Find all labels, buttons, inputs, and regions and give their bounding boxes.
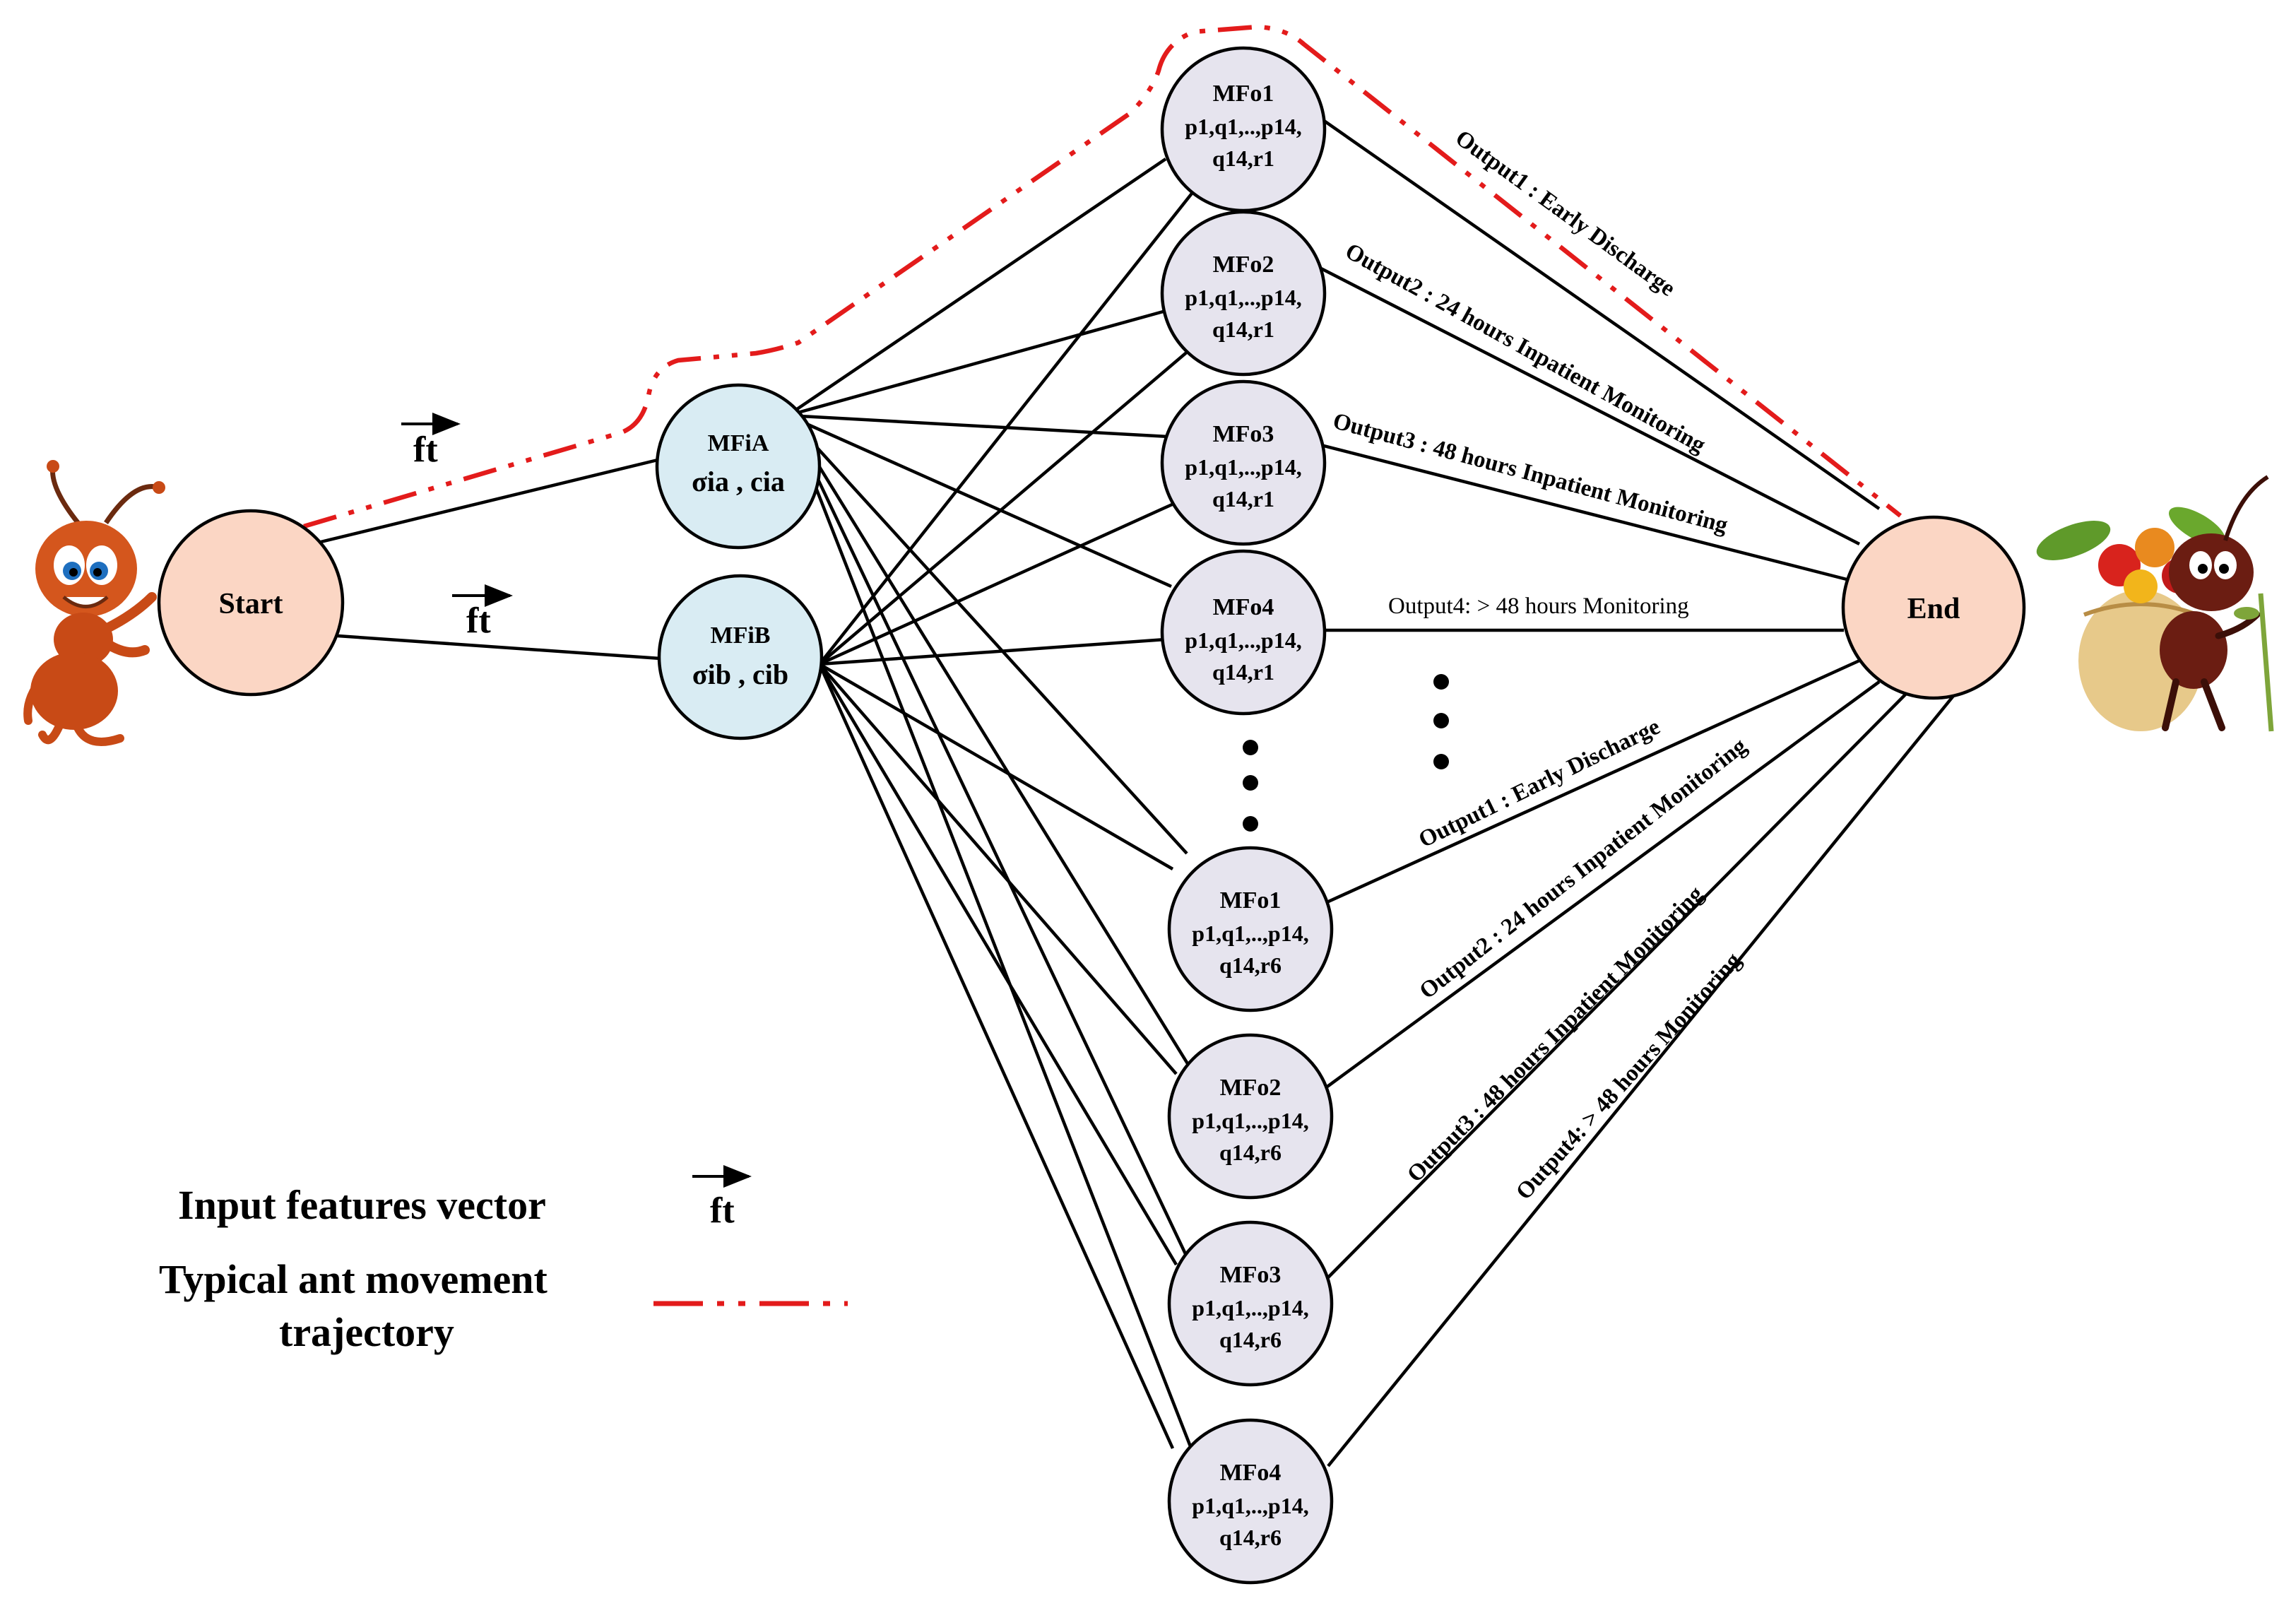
legend: Input features vector ft Typical ant mov…: [159, 1165, 848, 1355]
mfo4-r1-node: MFo4 p1,q1,..,p14, q14,r1: [1160, 549, 1327, 716]
edges-mfib-outputs: [817, 189, 1195, 1449]
svg-text:q14,r6: q14,r6: [1219, 1140, 1282, 1165]
svg-text:ft: ft: [413, 430, 438, 470]
svg-text:q14,r6: q14,r6: [1219, 1525, 1282, 1550]
mfo2-r6-node: MFo2 p1,q1,..,p14, q14,r6: [1167, 1033, 1334, 1200]
legend-ft-symbol: ft: [710, 1191, 735, 1231]
svg-text:p1,q1,..,p14,: p1,q1,..,p14,: [1192, 921, 1308, 946]
svg-text:Start: Start: [219, 588, 283, 620]
edge-label-top-output4: Output4: > 48 hours Monitoring: [1388, 593, 1689, 619]
edge-label-bottom-output4: Output4: > 48 hours Monitoring: [1511, 947, 1746, 1205]
cartoon-ant-icon: [23, 460, 165, 746]
svg-text:σia , cia: σia , cia: [692, 466, 785, 497]
svg-text:MFo3: MFo3: [1213, 421, 1274, 447]
svg-text:p1,q1,..,p14,: p1,q1,..,p14,: [1192, 1493, 1308, 1518]
svg-text:σib , cib: σib , cib: [692, 658, 788, 690]
edges-mfia-outputs: [786, 158, 1196, 1456]
svg-text:MFo4: MFo4: [1213, 594, 1274, 620]
legend-input-vector-label: Input features vector: [178, 1182, 546, 1228]
svg-text:MFo4: MFo4: [1220, 1460, 1282, 1486]
svg-text:q14,r1: q14,r1: [1212, 486, 1274, 512]
svg-text:MFiB: MFiB: [711, 622, 771, 649]
edge-label-top-output1: Output1 : Early Discharge: [1450, 125, 1679, 301]
svg-text:q14,r6: q14,r6: [1219, 952, 1282, 978]
mfo2-r1-node: MFo2 p1,q1,..,p14, q14,r1: [1160, 210, 1327, 377]
mfib-node: MFiB σib , cib: [657, 574, 824, 740]
legend-trajectory-label-line2: trajectory: [279, 1309, 454, 1355]
mfo4-r6-node: MFo4 p1,q1,..,p14, q14,r6: [1167, 1418, 1334, 1585]
start-node: Start: [157, 509, 345, 697]
ant-with-food-bag-icon: [2036, 475, 2274, 732]
legend-trajectory-label-line1: Typical ant movement: [159, 1256, 548, 1302]
svg-text:MFiA: MFiA: [708, 430, 769, 456]
mfo3-r6-node: MFo3 p1,q1,..,p14, q14,r6: [1167, 1220, 1334, 1387]
edge-start-mfib: [337, 634, 661, 661]
svg-text:MFo2: MFo2: [1213, 252, 1274, 278]
svg-text:p1,q1,..,p14,: p1,q1,..,p14,: [1185, 114, 1301, 139]
edge-start-mfia: [317, 457, 661, 545]
svg-text:ft: ft: [466, 601, 491, 641]
mfo1-r1-node: MFo1 p1,q1,..,p14, q14,r1: [1160, 46, 1327, 213]
edges: [317, 117, 1955, 1467]
edges-outputs-end: [1320, 117, 1955, 1467]
svg-text:MFo3: MFo3: [1220, 1262, 1282, 1288]
ft-label-bottom: ft: [452, 584, 513, 641]
svg-text:q14,r1: q14,r1: [1212, 317, 1274, 342]
end-node: End: [1841, 515, 2026, 700]
ellipsis-dots-nodes: [1243, 740, 1258, 832]
svg-text:End: End: [1907, 593, 1960, 625]
mfo1-r6-node: MFo1 p1,q1,..,p14, q14,r6: [1167, 846, 1334, 1012]
svg-text:p1,q1,..,p14,: p1,q1,..,p14,: [1185, 285, 1301, 310]
svg-text:q14,r6: q14,r6: [1219, 1327, 1282, 1352]
svg-text:p1,q1,..,p14,: p1,q1,..,p14,: [1185, 454, 1301, 480]
svg-text:MFo1: MFo1: [1213, 81, 1274, 107]
mfo3-r1-node: MFo3 p1,q1,..,p14, q14,r1: [1160, 379, 1327, 546]
svg-text:p1,q1,..,p14,: p1,q1,..,p14,: [1185, 627, 1301, 653]
svg-text:MFo2: MFo2: [1220, 1075, 1282, 1101]
svg-text:p1,q1,..,p14,: p1,q1,..,p14,: [1192, 1108, 1308, 1133]
ellipsis-dots-labels: [1433, 674, 1449, 769]
svg-text:MFo1: MFo1: [1220, 887, 1282, 914]
ft-label-top: ft: [401, 413, 461, 470]
mfia-node: MFiA σia , cia: [655, 383, 822, 550]
svg-text:p1,q1,..,p14,: p1,q1,..,p14,: [1192, 1295, 1308, 1321]
svg-text:q14,r1: q14,r1: [1212, 659, 1274, 685]
svg-text:q14,r1: q14,r1: [1212, 146, 1274, 171]
